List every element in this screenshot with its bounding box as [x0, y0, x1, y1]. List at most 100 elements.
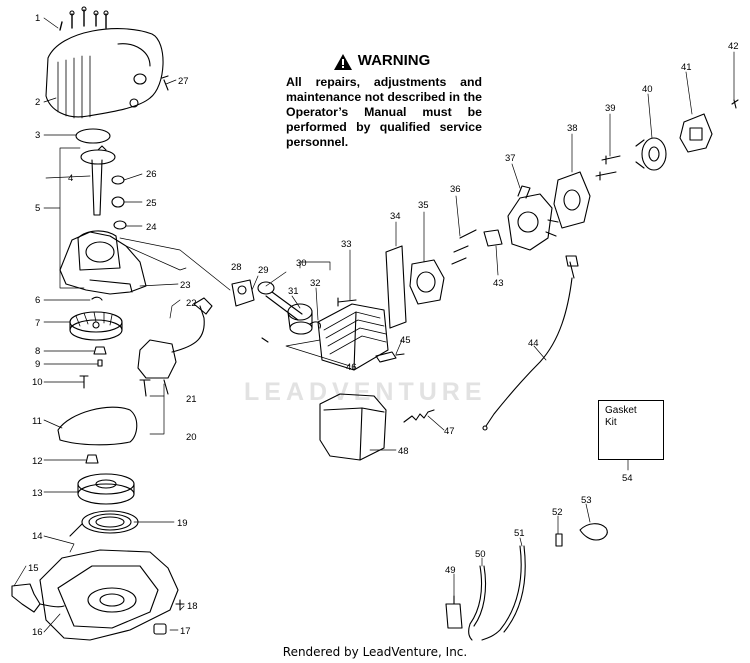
warning-triangle-icon: [334, 54, 352, 70]
part-starter-spring: [69, 510, 139, 537]
part-screw-42: [731, 99, 739, 109]
warning-heading: WARNING: [357, 52, 431, 69]
part-piston: [287, 303, 313, 335]
part-grommet: [153, 623, 167, 635]
part-filter-40: [635, 137, 667, 171]
callout-19: 19: [177, 518, 188, 529]
callout-15: 15: [28, 563, 39, 574]
callout-23: 23: [180, 280, 191, 291]
gasket-kit-label-2: Kit: [605, 417, 617, 428]
part-connecting-rod: [257, 281, 303, 321]
part-gasket-28: [231, 279, 255, 307]
part-intake-adapter: [409, 259, 445, 305]
callout-50: 50: [475, 549, 486, 560]
callout-41: 41: [681, 62, 692, 73]
part-bolt-33: [337, 297, 357, 307]
callout-54: 54: [622, 473, 633, 484]
callout-14: 14: [32, 531, 43, 542]
part-air-filter-base: [553, 171, 591, 229]
callout-1: 1: [35, 13, 40, 24]
part-carburetor: [507, 185, 559, 251]
callout-25: 25: [146, 198, 157, 209]
callout-31: 31: [288, 286, 299, 297]
callout-37: 37: [505, 153, 516, 164]
callout-22: 22: [186, 298, 197, 309]
callout-labels: 1 2 3 4 5 6 7 8 9 10 11 12 13 14 15 16 1…: [28, 13, 739, 638]
part-spark-plug: [375, 351, 405, 363]
callout-4: 4: [68, 173, 73, 184]
callout-30: 30: [296, 258, 307, 269]
callout-32: 32: [310, 278, 321, 289]
callout-42: 42: [728, 41, 739, 52]
callout-52: 52: [552, 507, 563, 518]
callout-9: 9: [35, 359, 40, 370]
callout-18: 18: [187, 601, 198, 612]
part-screw-27: [161, 75, 169, 91]
callout-38: 38: [567, 123, 578, 134]
part-gasket-34: [385, 245, 407, 329]
part-fuel-line-50b: [473, 565, 487, 627]
warning-text: All repairs, adjustments and maintenance…: [286, 75, 482, 149]
part-nut-12: [85, 454, 99, 464]
callout-43: 43: [493, 278, 504, 289]
callout-44: 44: [528, 338, 539, 349]
callout-3: 3: [35, 130, 40, 141]
callout-2: 2: [35, 97, 40, 108]
part-throttle-cable: [482, 255, 579, 431]
callout-27: 27: [178, 76, 189, 87]
part-plate-gasket: [57, 406, 138, 446]
callout-10: 10: [32, 377, 43, 388]
part-ignition-module: [137, 297, 213, 397]
callout-20: 20: [186, 432, 197, 443]
part-fuel-line-51: [481, 545, 522, 641]
gasket-kit-label-1: Gasket: [605, 405, 637, 416]
callout-16: 16: [32, 627, 43, 638]
part-starter-housing: [39, 549, 179, 641]
part-vent-52: [555, 533, 563, 547]
callout-28: 28: [231, 262, 242, 273]
part-bearing-25: [111, 196, 125, 208]
gasket-kit-box: Gasket Kit: [598, 400, 664, 460]
part-nut: [93, 346, 107, 355]
part-fuel-line-51b: [503, 545, 526, 633]
part-fuel-filter: [445, 595, 463, 629]
callout-35: 35: [418, 200, 429, 211]
part-screws-39: [595, 155, 621, 181]
part-filter-cover: [679, 113, 713, 153]
part-washer-26: [111, 175, 125, 185]
part-washer-24: [113, 220, 127, 230]
callout-45: 45: [400, 335, 411, 346]
part-screw-18: [175, 599, 185, 611]
part-clip-53: [579, 523, 608, 541]
part-pin-clip: [261, 337, 269, 343]
callout-49: 49: [445, 565, 456, 576]
callout-7: 7: [35, 318, 40, 329]
part-spring-47: [403, 409, 435, 423]
part-starter-pulley: [77, 473, 135, 505]
callout-5: 5: [35, 203, 40, 214]
part-gasket-43: [483, 229, 503, 247]
warning-notice: WARNING All repairs, adjustments and mai…: [286, 52, 482, 150]
callout-21: 21: [186, 394, 197, 405]
part-intake-shaft: [80, 145, 116, 216]
part-retainer: [91, 296, 103, 301]
part-starter-handle: [11, 583, 65, 613]
callout-17: 17: [180, 626, 191, 637]
footer-credit: Rendered by LeadVenture, Inc.: [282, 645, 468, 659]
part-cylinder: [317, 303, 389, 371]
callout-53: 53: [581, 495, 592, 506]
callout-48: 48: [398, 446, 409, 457]
part-flywheel: [69, 311, 123, 341]
callout-6: 6: [35, 295, 40, 306]
part-muffler: [319, 393, 387, 461]
part-cylinder-shield: [45, 6, 164, 119]
watermark: LEADVENTURE: [244, 378, 487, 406]
callout-29: 29: [258, 265, 269, 276]
callout-13: 13: [32, 488, 43, 499]
callout-34: 34: [390, 211, 401, 222]
part-o-ring: [75, 128, 111, 144]
callout-24: 24: [146, 222, 157, 233]
callout-11: 11: [32, 416, 42, 427]
callout-39: 39: [605, 103, 616, 114]
